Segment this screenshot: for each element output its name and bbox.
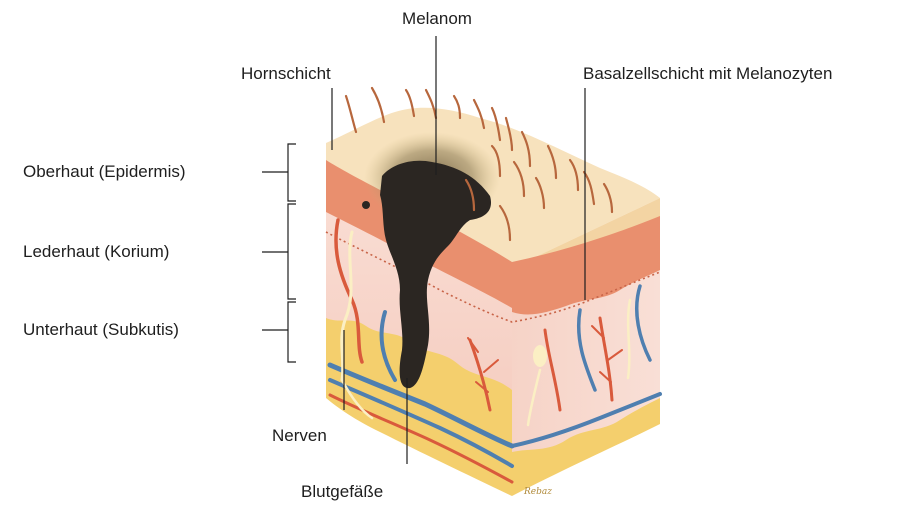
label-lederhaut: Lederhaut (Korium) (23, 242, 169, 262)
label-blutgefaesse: Blutgefäße (301, 482, 383, 502)
label-hornschicht: Hornschicht (241, 64, 331, 84)
label-melanom: Melanom (402, 9, 472, 29)
artist-signature: Rebaz (523, 487, 552, 497)
label-oberhaut: Oberhaut (Epidermis) (23, 162, 186, 182)
label-basalzellschicht: Basalzellschicht mit Melanozyten (583, 64, 832, 84)
label-unterhaut: Unterhaut (Subkutis) (23, 320, 179, 340)
label-nerven: Nerven (272, 426, 327, 446)
